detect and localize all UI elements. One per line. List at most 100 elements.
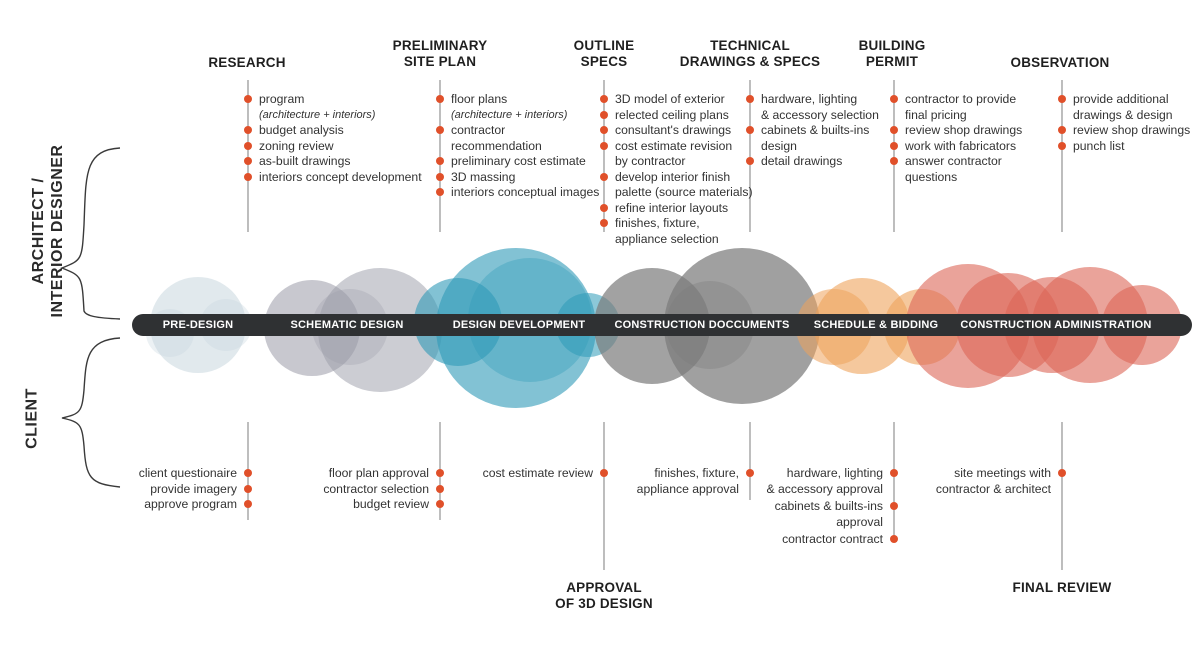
client-task-item: finishes, fixture,appliance approval (637, 466, 755, 497)
side-label-client: CLIENT (23, 369, 42, 469)
task-item-text: punch list (1073, 138, 1125, 153)
client-task-item: contractor contract (766, 532, 898, 548)
task-item: hardware, lighting& accessory selection (746, 92, 879, 123)
side-label-architect: ARCHITECT / INTERIOR DESIGNER (29, 131, 67, 331)
task-item-text: contractor (451, 123, 506, 137)
client-task-item: provide imagery (139, 481, 253, 498)
client-task-item-text: floor plan approval (328, 466, 429, 480)
task-item: floor plans (architecture + interiors) (435, 92, 599, 123)
task-item-text: cost estimate revision (615, 138, 733, 153)
milestone-title-line: SITE PLAN (403, 54, 477, 69)
client-task-item: client questionaire (138, 466, 253, 482)
task-item-text: preliminary cost estimate (451, 154, 586, 168)
client-task-item-text: budget review (353, 497, 429, 511)
task-item: 3D model of exterior (600, 92, 753, 108)
task-item-text: work with fabricators (905, 138, 1017, 153)
task-item-text: questions (905, 169, 958, 184)
brace-client (61, 337, 121, 488)
task-item: as-built drawings (244, 154, 422, 170)
task-item-text: provide additional (1073, 92, 1169, 106)
task-item-text: (architecture + interiors) (451, 108, 568, 121)
task-item-text: palette (source materials) (615, 185, 753, 199)
client-task-item-text: contractor & architect (935, 481, 1051, 496)
milestone-title-line: TECHNICAL (710, 38, 790, 53)
milestone-title: RESEARCH (157, 55, 337, 71)
milestone-title-line: SPECS (580, 54, 628, 69)
task-item-text: review shop drawings (905, 123, 1023, 137)
client-task-item: contractor selection (323, 481, 444, 498)
task-item: relected ceiling plans (600, 108, 753, 124)
client-task-item: approve program (139, 497, 253, 513)
task-item: work with fabricators (889, 138, 1022, 155)
milestone-title-line: PRELIMINARY (392, 38, 488, 53)
client-task-item-text: cost estimate review (482, 466, 593, 480)
task-item-text: recommendation (451, 138, 542, 153)
task-item: consultant's drawings (600, 123, 753, 139)
task-item-text: contractor to provide (905, 92, 1017, 106)
task-list: program(architecture + interiors)budget … (244, 92, 422, 185)
stage-label: CONSTRUCTION DOCCUMENTS (614, 319, 790, 331)
task-item-text: 3D massing (451, 169, 516, 184)
task-item-text: design (761, 138, 797, 153)
task-list: floor plans (architecture + interiors) con… (435, 92, 600, 201)
task-item: preliminary cost estimate (435, 154, 599, 170)
stage-label: SCHEMATIC DESIGN (290, 319, 404, 331)
task-item-text: & accessory selection (761, 107, 879, 122)
client-task-item: budget review (323, 497, 444, 513)
stage-label: DESIGN DEVELOPMENT (452, 319, 586, 331)
task-item: 3D massing (435, 169, 599, 186)
task-item-text: detail drawings (761, 154, 843, 168)
task-item: program (architecture + interiors) (244, 92, 422, 123)
task-item-text: develop interior finish (615, 169, 731, 184)
bottom-milestone-title-line: FINAL REVIEW (1012, 580, 1112, 595)
task-item-text: (architecture + interiors) (259, 108, 376, 121)
client-task-list: finishes, fixture,appliance approval (637, 466, 755, 497)
client-task-item-text: client questionaire (138, 466, 237, 480)
task-item-text: interiors concept development (259, 169, 422, 184)
stage-label: SCHEDULE & BIDDING (813, 319, 939, 331)
task-item: punch list (1057, 138, 1190, 155)
task-item-text: zoning review (259, 138, 334, 153)
client-task-item-text: hardware, lighting (786, 466, 883, 480)
task-item-text: appliance selection (615, 231, 719, 246)
task-item: review shop drawings (889, 123, 1023, 139)
task-item: review shop drawings (1057, 123, 1191, 139)
client-task-item: floor plan approval (323, 466, 444, 482)
client-task-item-text: cabinets & builts-ins (774, 499, 883, 513)
task-item-text: floor plans (451, 92, 508, 106)
task-item-text: review shop drawings (1073, 123, 1191, 137)
client-task-item-text: provide imagery (150, 481, 237, 496)
milestone-title-line: OBSERVATION (1010, 55, 1110, 70)
client-task-list: cost estimate review (482, 466, 609, 482)
client-task-item-text: contractor selection (323, 481, 429, 496)
task-item: detail drawings (746, 154, 879, 170)
client-task-item-text: finishes, fixture, (654, 466, 739, 480)
task-item-text: answer contractor (905, 154, 1002, 168)
task-item-text: final pricing (905, 107, 967, 122)
milestone-title-line: BUILDING (858, 38, 926, 53)
bottom-milestone-title-line: OF 3D DESIGN (555, 596, 653, 611)
task-item-text: interiors conceptual images (451, 185, 600, 199)
task-item: interiors conceptual images (435, 185, 600, 201)
task-item-text: program (259, 92, 305, 106)
task-item-text: as-built drawings (259, 154, 351, 168)
milestone-title-line: DRAWINGS & SPECS (679, 54, 821, 69)
side-label-architect-line-1: ARCHITECT / (30, 177, 47, 285)
task-item-text: cabinets & builts-ins (761, 123, 870, 137)
timeline-bar (132, 314, 1192, 336)
